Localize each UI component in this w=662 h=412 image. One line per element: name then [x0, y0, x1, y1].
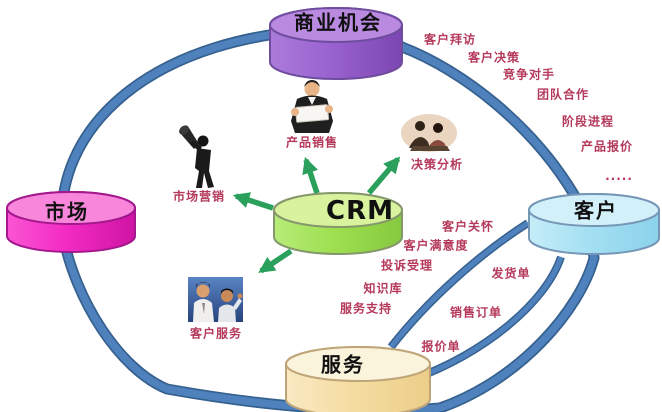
label-order-item: 销售订单 — [449, 305, 503, 320]
label-product-sales: 产品销售 — [285, 135, 339, 150]
customer-service-connector-upper — [387, 219, 531, 350]
label-opportunity-item: 客户决策 — [467, 50, 521, 65]
label-care-item: 投诉受理 — [380, 258, 434, 273]
arrow-to-customer-service — [258, 248, 293, 274]
label-marketing: 市场营销 — [172, 189, 226, 204]
label-care-item: 客户关怀 — [441, 219, 495, 234]
customer-service-connector-lower — [414, 255, 565, 382]
node-service-cylinder[interactable] — [285, 346, 431, 412]
label-care-item: 知识库 — [363, 281, 403, 296]
arrow-to-marketing — [232, 192, 274, 211]
label-order-item: 报价单 — [421, 339, 461, 354]
arrow-to-product-sales — [302, 156, 320, 194]
node-service-label: 服务 — [321, 352, 365, 377]
label-opportunity-item: 团队合作 — [536, 87, 590, 102]
label-customer-service: 客户服务 — [189, 326, 243, 341]
label-order-item: 发货单 — [491, 266, 531, 281]
arrow-to-decision-analysis — [366, 156, 401, 195]
crm-arrows — [232, 156, 401, 274]
node-opportunity-label: 商业机会 — [294, 10, 382, 35]
label-care-item: 服务支持 — [339, 301, 393, 316]
label-care-item: 客户满意度 — [403, 238, 469, 253]
label-opportunity-item: 客户拜访 — [423, 32, 477, 47]
node-opportunity-cylinder[interactable] — [269, 7, 403, 80]
sales-person-icon — [291, 80, 333, 133]
node-market-label: 市场 — [45, 199, 89, 224]
marketing-person-icon — [179, 125, 214, 188]
label-opportunity-item: 阶段进程 — [561, 114, 615, 129]
label-decision-analysis: 决策分析 — [410, 157, 464, 172]
label-opportunity-item: 竞争对手 — [502, 67, 556, 82]
service-team-icon — [188, 277, 243, 322]
node-customer-label: 客户 — [574, 198, 618, 223]
node-market-cylinder[interactable] — [6, 191, 136, 253]
node-crm-cylinder[interactable] — [273, 192, 403, 255]
label-opportunity-item-dots: ..... — [605, 169, 633, 183]
node-customer-cylinder[interactable] — [528, 193, 660, 255]
node-crm-label: CRM — [326, 196, 394, 226]
analysis-group-icon — [401, 114, 457, 152]
label-opportunity-item: 产品报价 — [580, 139, 634, 154]
